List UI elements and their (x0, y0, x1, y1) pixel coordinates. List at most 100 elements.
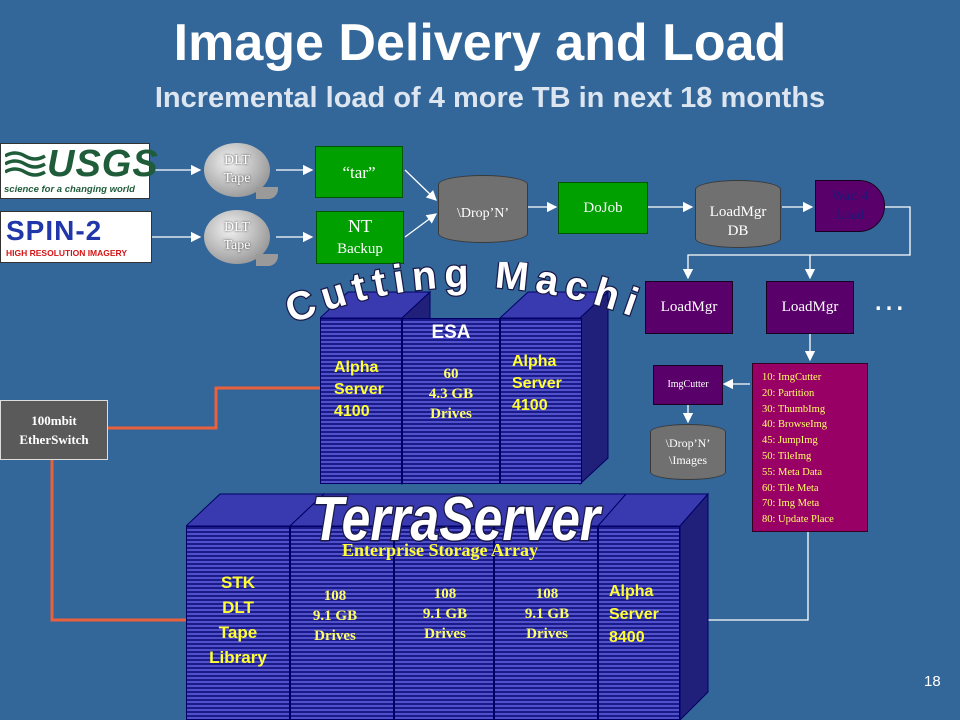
tape-label-line2: Tape (223, 171, 251, 186)
ethernet-link-cutting (108, 386, 320, 430)
label-line: Alpha (609, 583, 654, 600)
terra-drive-rack-2 (394, 526, 494, 720)
loadmgr-db: LoadMgr DB (695, 180, 781, 248)
ether-switch: 100mbit EtherSwitch (0, 400, 108, 460)
dlt-tape-spin2: DLT Tape (204, 210, 278, 266)
more-nodes-ellipsis: … (872, 280, 906, 318)
loadmgr-db-line2: DB (727, 223, 749, 239)
tape-label-line2: Tape (223, 238, 251, 253)
loadmgr-db-line1: LoadMgr (709, 204, 767, 220)
terra-drives-label-3: 108 9.1 GB Drives (502, 584, 592, 644)
cutting-esa-rack (402, 318, 500, 484)
drop-images-line1: \Drop’N’ (665, 436, 711, 450)
label-line: Drives (430, 406, 472, 422)
label-line: Alpha (334, 359, 379, 376)
dlt-tape-usgs: DLT Tape (204, 143, 278, 199)
spin2-tagline: HIGH RESOLUTION IMAGERY (6, 248, 128, 258)
label-line: 9.1 GB (524, 606, 570, 622)
task-item: 50: TileImg (762, 450, 812, 462)
nt-backup-step: NT Backup (316, 211, 404, 264)
terraserver-text: TerraServer (312, 485, 602, 552)
label-line: Alpha (512, 353, 557, 370)
usgs-wave-icon (5, 151, 46, 177)
usgs-logo-text: USGS (47, 143, 159, 185)
label-line: 4.3 GB (428, 386, 474, 402)
switch-line1: 100mbit (31, 413, 77, 428)
tape-label-line1: DLT (224, 220, 250, 235)
terra-drive-rack-1 (290, 526, 394, 720)
wait4load-line1: Wait 4 (831, 189, 869, 204)
task-item: 30: ThumbImg (762, 403, 826, 415)
wait4load-step: Wait 4 Load (815, 180, 885, 232)
label-line: 60 (443, 366, 459, 382)
cutting-machines-heading: Cutting Machines (282, 262, 650, 333)
imgcutter-step: ImgCutter (653, 365, 723, 405)
arrow-tar-to-dropn (404, 169, 437, 201)
task-item: 45: JumpImg (762, 435, 818, 447)
label-line: 8400 (609, 629, 645, 646)
cutting-esa-drives-label: 60 4.3 GB Drives (402, 364, 500, 424)
usgs-logo: USGS science for a changing world (0, 143, 158, 199)
dojob-step: DoJob (558, 182, 648, 234)
alpha-server-8400-rack (598, 526, 680, 720)
page-subtitle: Incremental load of 4 more TB in next 18… (154, 82, 826, 114)
tape-tail (256, 254, 278, 266)
label-line: 9.1 GB (312, 608, 358, 624)
drop-images-store: \Drop’N’ \Images (650, 424, 726, 480)
cutting-esa-label: ESA (431, 322, 471, 343)
label-line: 108 (535, 586, 559, 602)
label-line: Server (512, 375, 562, 392)
usgs-tagline: science for a changing world (4, 184, 135, 195)
spin2-logo-text: SPIN-2 (6, 215, 103, 246)
tape-tail (256, 187, 278, 199)
tape-reel-icon: DLT Tape (204, 143, 270, 197)
task-item: 80: Update Place (762, 514, 834, 526)
task-list: 10: ImgCutter 20: Partition 30: ThumbImg… (752, 363, 868, 532)
terraserver-heading: TerraServer (311, 484, 604, 553)
task-item: 20: Partition (762, 387, 815, 399)
page-number: 18 (924, 673, 941, 690)
label-line: STK (221, 573, 255, 592)
task-item: 60: Tile Meta (762, 482, 819, 494)
loadmgr-node-2: LoadMgr (766, 281, 854, 334)
drop-images-line2: \Images (669, 453, 707, 467)
cutting-machines-text: Cutting Machines (282, 262, 644, 333)
cutting-right-server-label: Alpha Server 4100 (512, 351, 562, 417)
terra-drives-label-2: 108 9.1 GB Drives (400, 584, 490, 644)
cutting-left-server-label: Alpha Server 4100 (334, 357, 384, 423)
wait4load-line2: Load (835, 208, 865, 223)
task-item: 55: Meta Data (762, 466, 823, 478)
tape-library-label: STK DLT Tape Library (186, 570, 290, 670)
arrow-ntbackup-to-dropn (404, 213, 438, 238)
label-line: Server (609, 606, 659, 623)
label-line: Library (209, 648, 267, 667)
loadmgr-node-1: LoadMgr (645, 281, 733, 334)
tar-step: “tar” (315, 146, 403, 198)
nt-backup-line1: NT (348, 216, 372, 236)
label-line: Drives (526, 626, 568, 642)
alpha-server-8400-label: Alpha Server 8400 (609, 580, 659, 649)
terra-drives-label-1: 108 9.1 GB Drives (290, 586, 380, 646)
spin2-logo: SPIN-2 HIGH RESOLUTION IMAGERY (0, 211, 152, 263)
arrow-wait-to-loadmgr-1 (682, 206, 911, 280)
drop-n-store: \Drop’N’ (438, 175, 528, 243)
label-line: Drives (424, 626, 466, 642)
svg-text:Cutting Machines: Cutting Machines (282, 262, 650, 332)
ethernet-link-terraserver (50, 460, 186, 622)
task-item: 70: Img Meta (762, 498, 820, 510)
label-line: 9.1 GB (422, 606, 468, 622)
task-item: 10: ImgCutter (762, 372, 822, 383)
tape-label-line1: DLT (224, 153, 250, 168)
enterprise-storage-array-label: Enterprise Storage Array (342, 540, 538, 560)
cutting-rack-right (500, 318, 582, 484)
label-line: 4100 (334, 403, 370, 420)
terra-drive-rack-3 (494, 526, 598, 720)
label-line: Drives (314, 628, 356, 644)
cutting-rack-left (320, 318, 402, 484)
label-line: DLT (222, 598, 254, 617)
page-title: Image Delivery and Load (173, 14, 787, 72)
stk-tape-library-rack (186, 526, 290, 720)
task-item: 40: BrowseImg (762, 419, 828, 431)
nt-backup-line2: Backup (337, 241, 383, 257)
